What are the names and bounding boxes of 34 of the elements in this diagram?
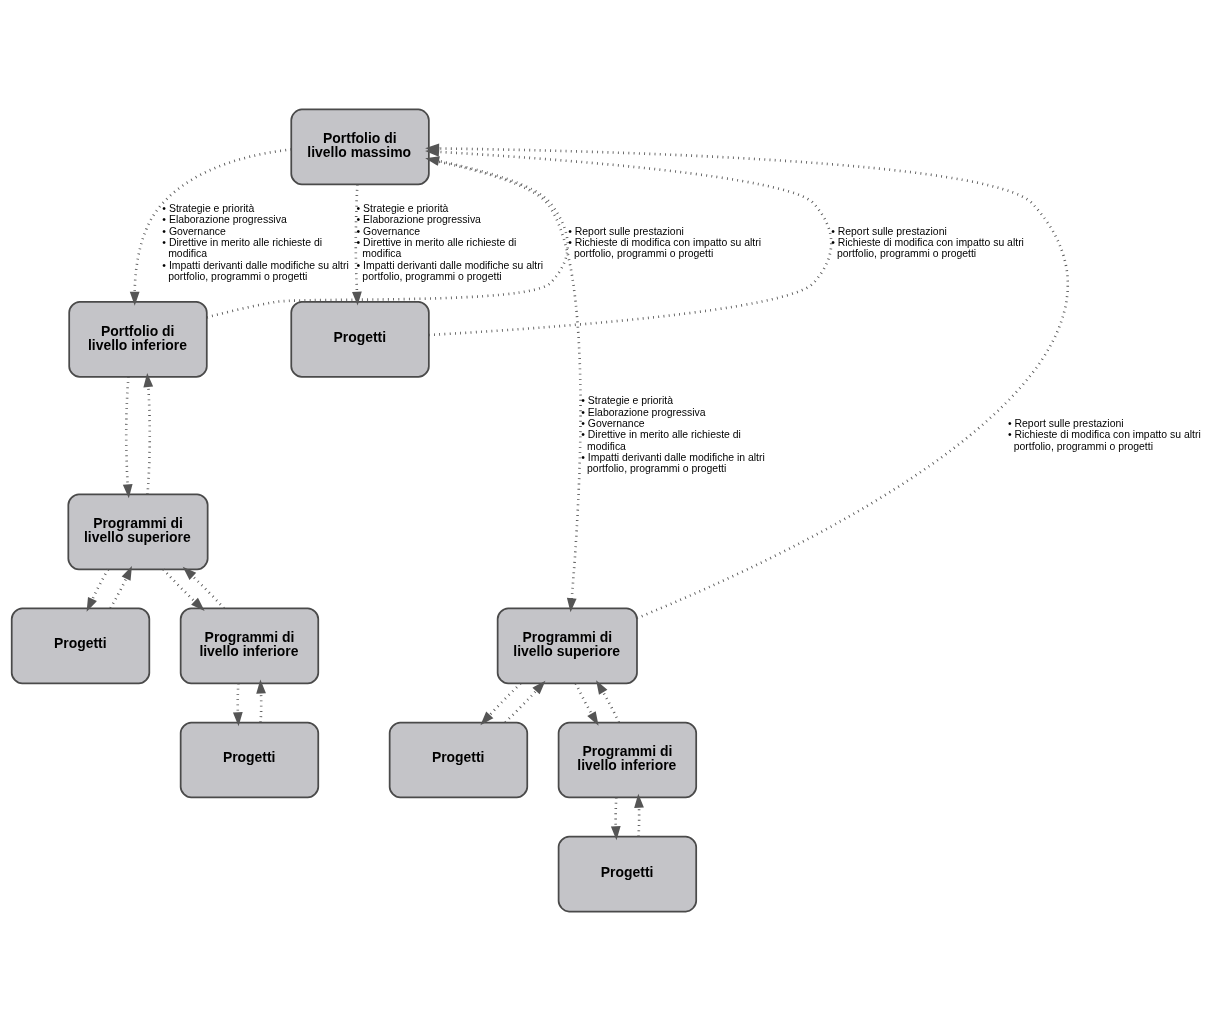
node-box: Progetti <box>388 721 529 799</box>
arrow <box>129 148 292 306</box>
node-box: Programmi di livello superiore <box>496 607 638 685</box>
node-box: Programmi di livello inferiore <box>179 607 320 685</box>
arrow <box>109 565 132 609</box>
edge-label: • Strategie e priorità • Elaborazione progressiva • Governance • Direttive in merito alle richieste di modifica • Impatti derivanti dalle modifiche in altri portfolio, programmi o progetti <box>581 395 765 475</box>
edge-label: • Strategie e priorità • Elaborazione progressiva • Governance • Direttive in merito alle richieste di modifica • Impatti derivanti dalle modifiche su altri portfolio, programmi o progetti <box>356 202 543 282</box>
edge-label: • Report sulle prestazioni • Richieste di modifica con impatto su altri portfolio, programmi o progetti <box>568 225 761 260</box>
arrow <box>122 376 133 499</box>
node-box: Progetti <box>290 301 430 378</box>
arrow <box>162 568 205 611</box>
arrow <box>574 683 599 726</box>
arrow <box>634 793 644 837</box>
node-box: Portfolio di livello massimo <box>290 108 430 186</box>
arrow <box>206 156 569 319</box>
arrow <box>352 184 362 306</box>
edge-label: • Report sulle prestazioni • Richieste di modifica con impatto su altri portfolio, programmi o progetti <box>831 225 1024 260</box>
edge-label: • Report sulle prestazioni • Richieste di modifica con impatto su altri portfolio, programmi o progetti <box>1007 417 1201 452</box>
node-box: Programmi di livello inferiore <box>557 721 698 799</box>
node-box: Portfolio di livello inferiore <box>68 301 208 378</box>
node-box: Progetti <box>10 607 151 685</box>
node-box: Progetti <box>179 721 320 799</box>
arrow <box>86 568 110 612</box>
arrow <box>504 680 546 724</box>
arrow <box>143 373 154 495</box>
arrow <box>480 682 522 726</box>
arrow <box>232 683 243 727</box>
node-box: Programmi di livello superiore <box>67 493 209 571</box>
node-box: Progetti <box>557 835 698 913</box>
arrow <box>610 797 621 841</box>
arrow <box>256 679 266 723</box>
edge-label: • Strategie e priorità • Elaborazione progressiva • Governance • Direttive in merito alle richieste di modifica • Impatti derivanti dalle modifiche su altri portfolio, programmi o progetti <box>162 202 349 282</box>
arrow <box>596 680 620 723</box>
arrow <box>182 566 225 610</box>
